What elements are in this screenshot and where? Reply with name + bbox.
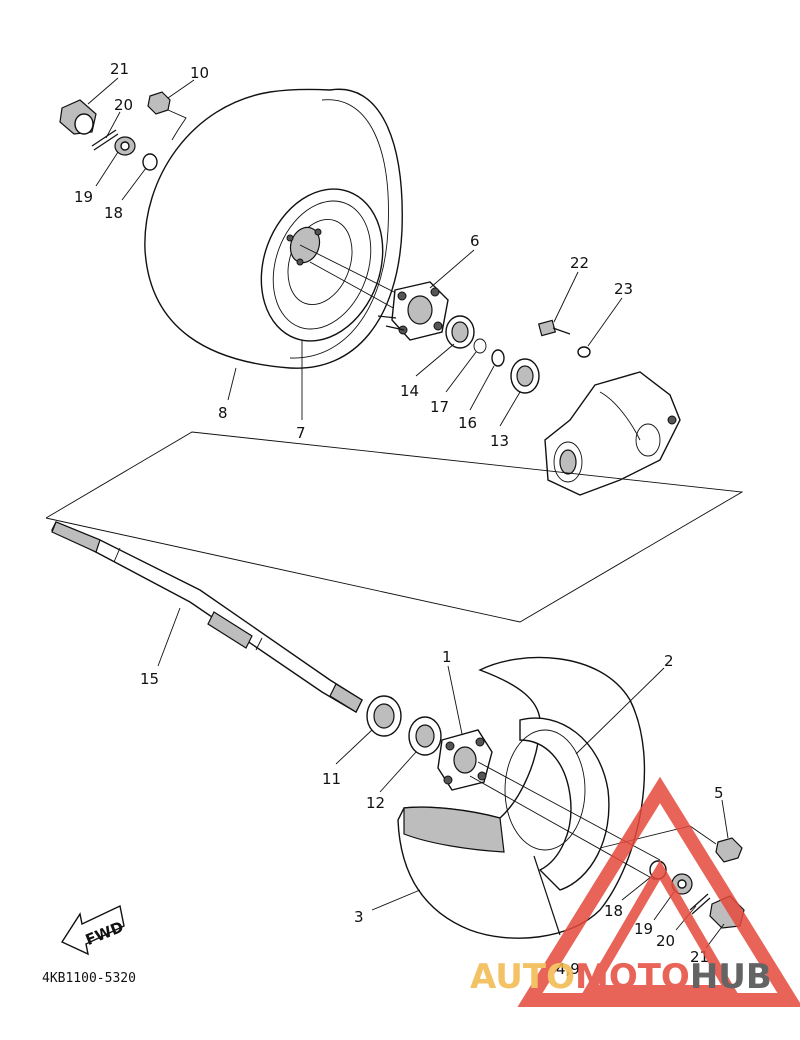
callout-5: 5 xyxy=(714,784,724,802)
watermark-auto: AUTO xyxy=(470,957,575,997)
final-gear-case xyxy=(544,371,681,496)
watermark-logo: AUTOMOTOHUB xyxy=(470,776,800,1007)
cotter-pin-20a xyxy=(91,129,119,151)
callout-20a: 20 xyxy=(114,96,133,114)
fwd-arrow: FWD xyxy=(60,904,126,956)
lower-wheel-assembly xyxy=(366,656,745,939)
sub-assembly-outline xyxy=(45,431,744,623)
callout-23: 23 xyxy=(614,280,633,298)
callout-8: 8 xyxy=(218,404,228,422)
diagram-code: 4KB1100-5320 xyxy=(42,971,136,986)
callout-labels: 21 10 20 19 18 6 22 23 8 7 14 17 16 13 1… xyxy=(74,60,724,978)
washer-23 xyxy=(577,346,591,358)
callout-13: 13 xyxy=(490,432,509,450)
svg-text:AUTOMOTOHUB: AUTOMOTOHUB xyxy=(470,957,772,997)
wheel-hub-lower xyxy=(437,729,493,791)
bolt-22 xyxy=(537,319,571,337)
bearing-13 xyxy=(510,358,540,394)
wheel-hub-upper xyxy=(377,281,449,341)
callout-3: 3 xyxy=(354,908,364,926)
upper-wheel-assembly xyxy=(59,88,681,496)
washer-18a xyxy=(142,153,158,171)
callout-18b: 18 xyxy=(604,902,623,920)
callout-11: 11 xyxy=(322,770,341,788)
bearing-11 xyxy=(366,695,402,737)
callout-14: 14 xyxy=(400,382,419,400)
callout-7: 7 xyxy=(296,424,306,442)
oil-seal-12 xyxy=(408,716,442,756)
axle-cap-21a xyxy=(59,99,97,135)
callout-2: 2 xyxy=(664,652,674,670)
watermark-triangle-icon xyxy=(517,776,800,1007)
washer-16 xyxy=(491,349,505,367)
bearing-14 xyxy=(445,315,475,349)
callout-15: 15 xyxy=(140,670,159,688)
callout-16: 16 xyxy=(458,414,477,432)
callout-6: 6 xyxy=(470,232,480,250)
callout-12: 12 xyxy=(366,794,385,812)
leader-lines xyxy=(87,77,729,949)
callout-20b: 20 xyxy=(656,932,675,950)
callout-18a: 18 xyxy=(104,204,123,222)
callout-1: 1 xyxy=(442,648,452,666)
watermark-hub: HUB xyxy=(690,957,772,997)
callout-22: 22 xyxy=(570,254,589,272)
stud-4-9 xyxy=(533,855,561,936)
callout-19b: 19 xyxy=(634,920,653,938)
circlip-17 xyxy=(473,338,487,354)
callout-21a: 21 xyxy=(110,60,129,78)
callout-19a: 19 xyxy=(74,188,93,206)
watermark-moto: MOTO xyxy=(575,957,690,997)
rim-lower xyxy=(519,717,610,891)
callout-4-9: 4,9 xyxy=(556,960,580,978)
callout-17: 17 xyxy=(430,398,449,416)
rim-upper xyxy=(260,188,384,342)
rear-axle-shaft xyxy=(51,521,363,713)
nut-10 xyxy=(147,91,171,115)
axle-nut-19b xyxy=(671,873,693,895)
nut-5 xyxy=(715,837,743,863)
cotter-pin-20b xyxy=(689,893,711,915)
callout-10: 10 xyxy=(190,64,209,82)
axle-nut-19a xyxy=(114,136,136,156)
